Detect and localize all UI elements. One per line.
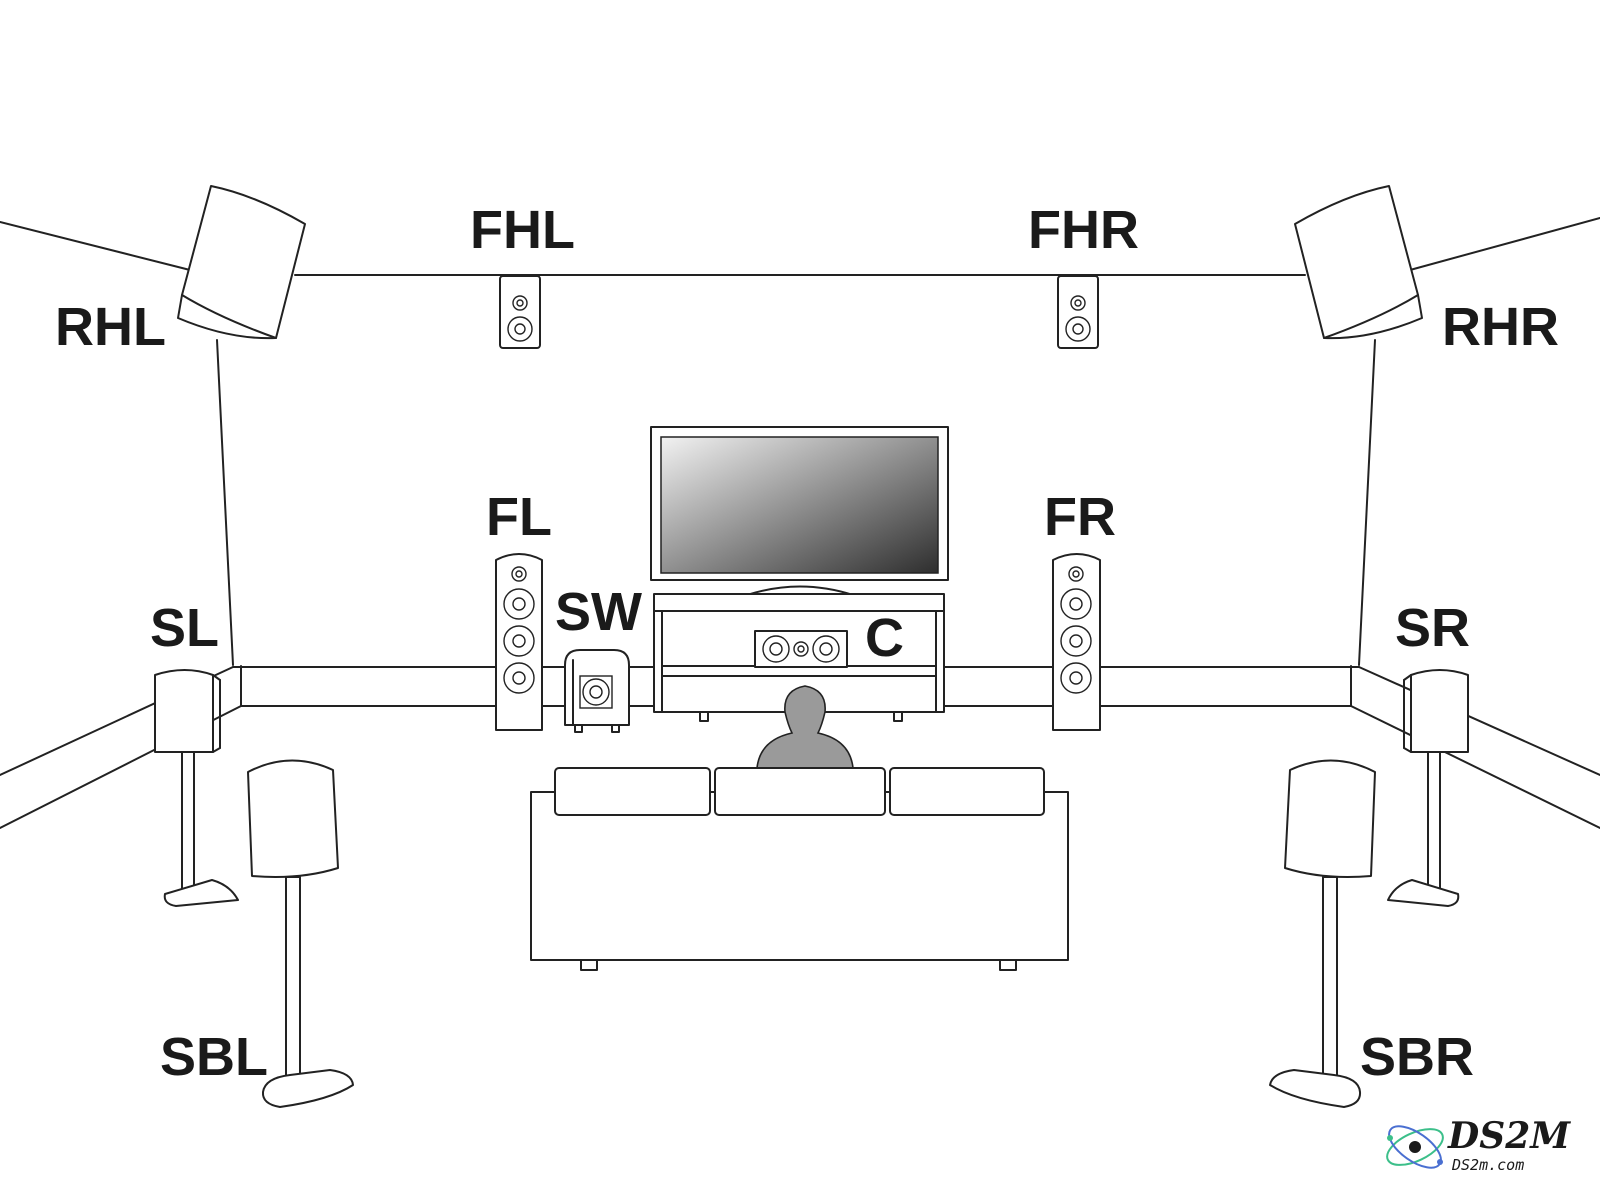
- label-fl: FL: [486, 487, 552, 547]
- watermark-subtitle: DS2m.com: [1451, 1156, 1524, 1174]
- label-rhl: RHL: [55, 297, 166, 357]
- label-fr: FR: [1044, 487, 1116, 547]
- label-sw: SW: [555, 582, 642, 642]
- watermark-title: DS2M: [1447, 1115, 1571, 1157]
- speaker-surround-back-left: [247, 759, 354, 1108]
- speaker-surround-left: [154, 669, 239, 907]
- label-sr: SR: [1395, 598, 1470, 658]
- speaker-center: [754, 630, 848, 668]
- label-rhr: RHR: [1442, 297, 1559, 357]
- speaker-surround-right: [1387, 669, 1469, 907]
- label-c: C: [865, 608, 904, 668]
- label-sbr: SBR: [1360, 1027, 1474, 1087]
- speaker-subwoofer: [564, 649, 630, 733]
- television: [650, 426, 949, 603]
- label-sl: SL: [150, 598, 219, 658]
- sofa: [530, 767, 1069, 971]
- watermark: DS2M DS2m.com: [1386, 1115, 1571, 1174]
- label-fhl: FHL: [470, 200, 575, 260]
- speaker-front-left: [495, 553, 543, 731]
- speaker-front-right: [1052, 553, 1101, 731]
- speaker-surround-back-right: [1269, 759, 1376, 1108]
- label-sbl: SBL: [160, 1027, 268, 1087]
- speaker-labels: RHL FHL FHR RHR FL FR SW C SL SR SBL SBR: [55, 200, 1559, 1087]
- label-fhr: FHR: [1028, 200, 1139, 260]
- speaker-rear-height-left: [177, 185, 306, 340]
- watermark-logo-icon: [1386, 1125, 1444, 1169]
- speaker-rear-height-right: [1294, 185, 1423, 340]
- speaker-front-height-left: [499, 275, 541, 349]
- speaker-front-height-right: [1057, 275, 1099, 349]
- listener-person: [756, 685, 854, 769]
